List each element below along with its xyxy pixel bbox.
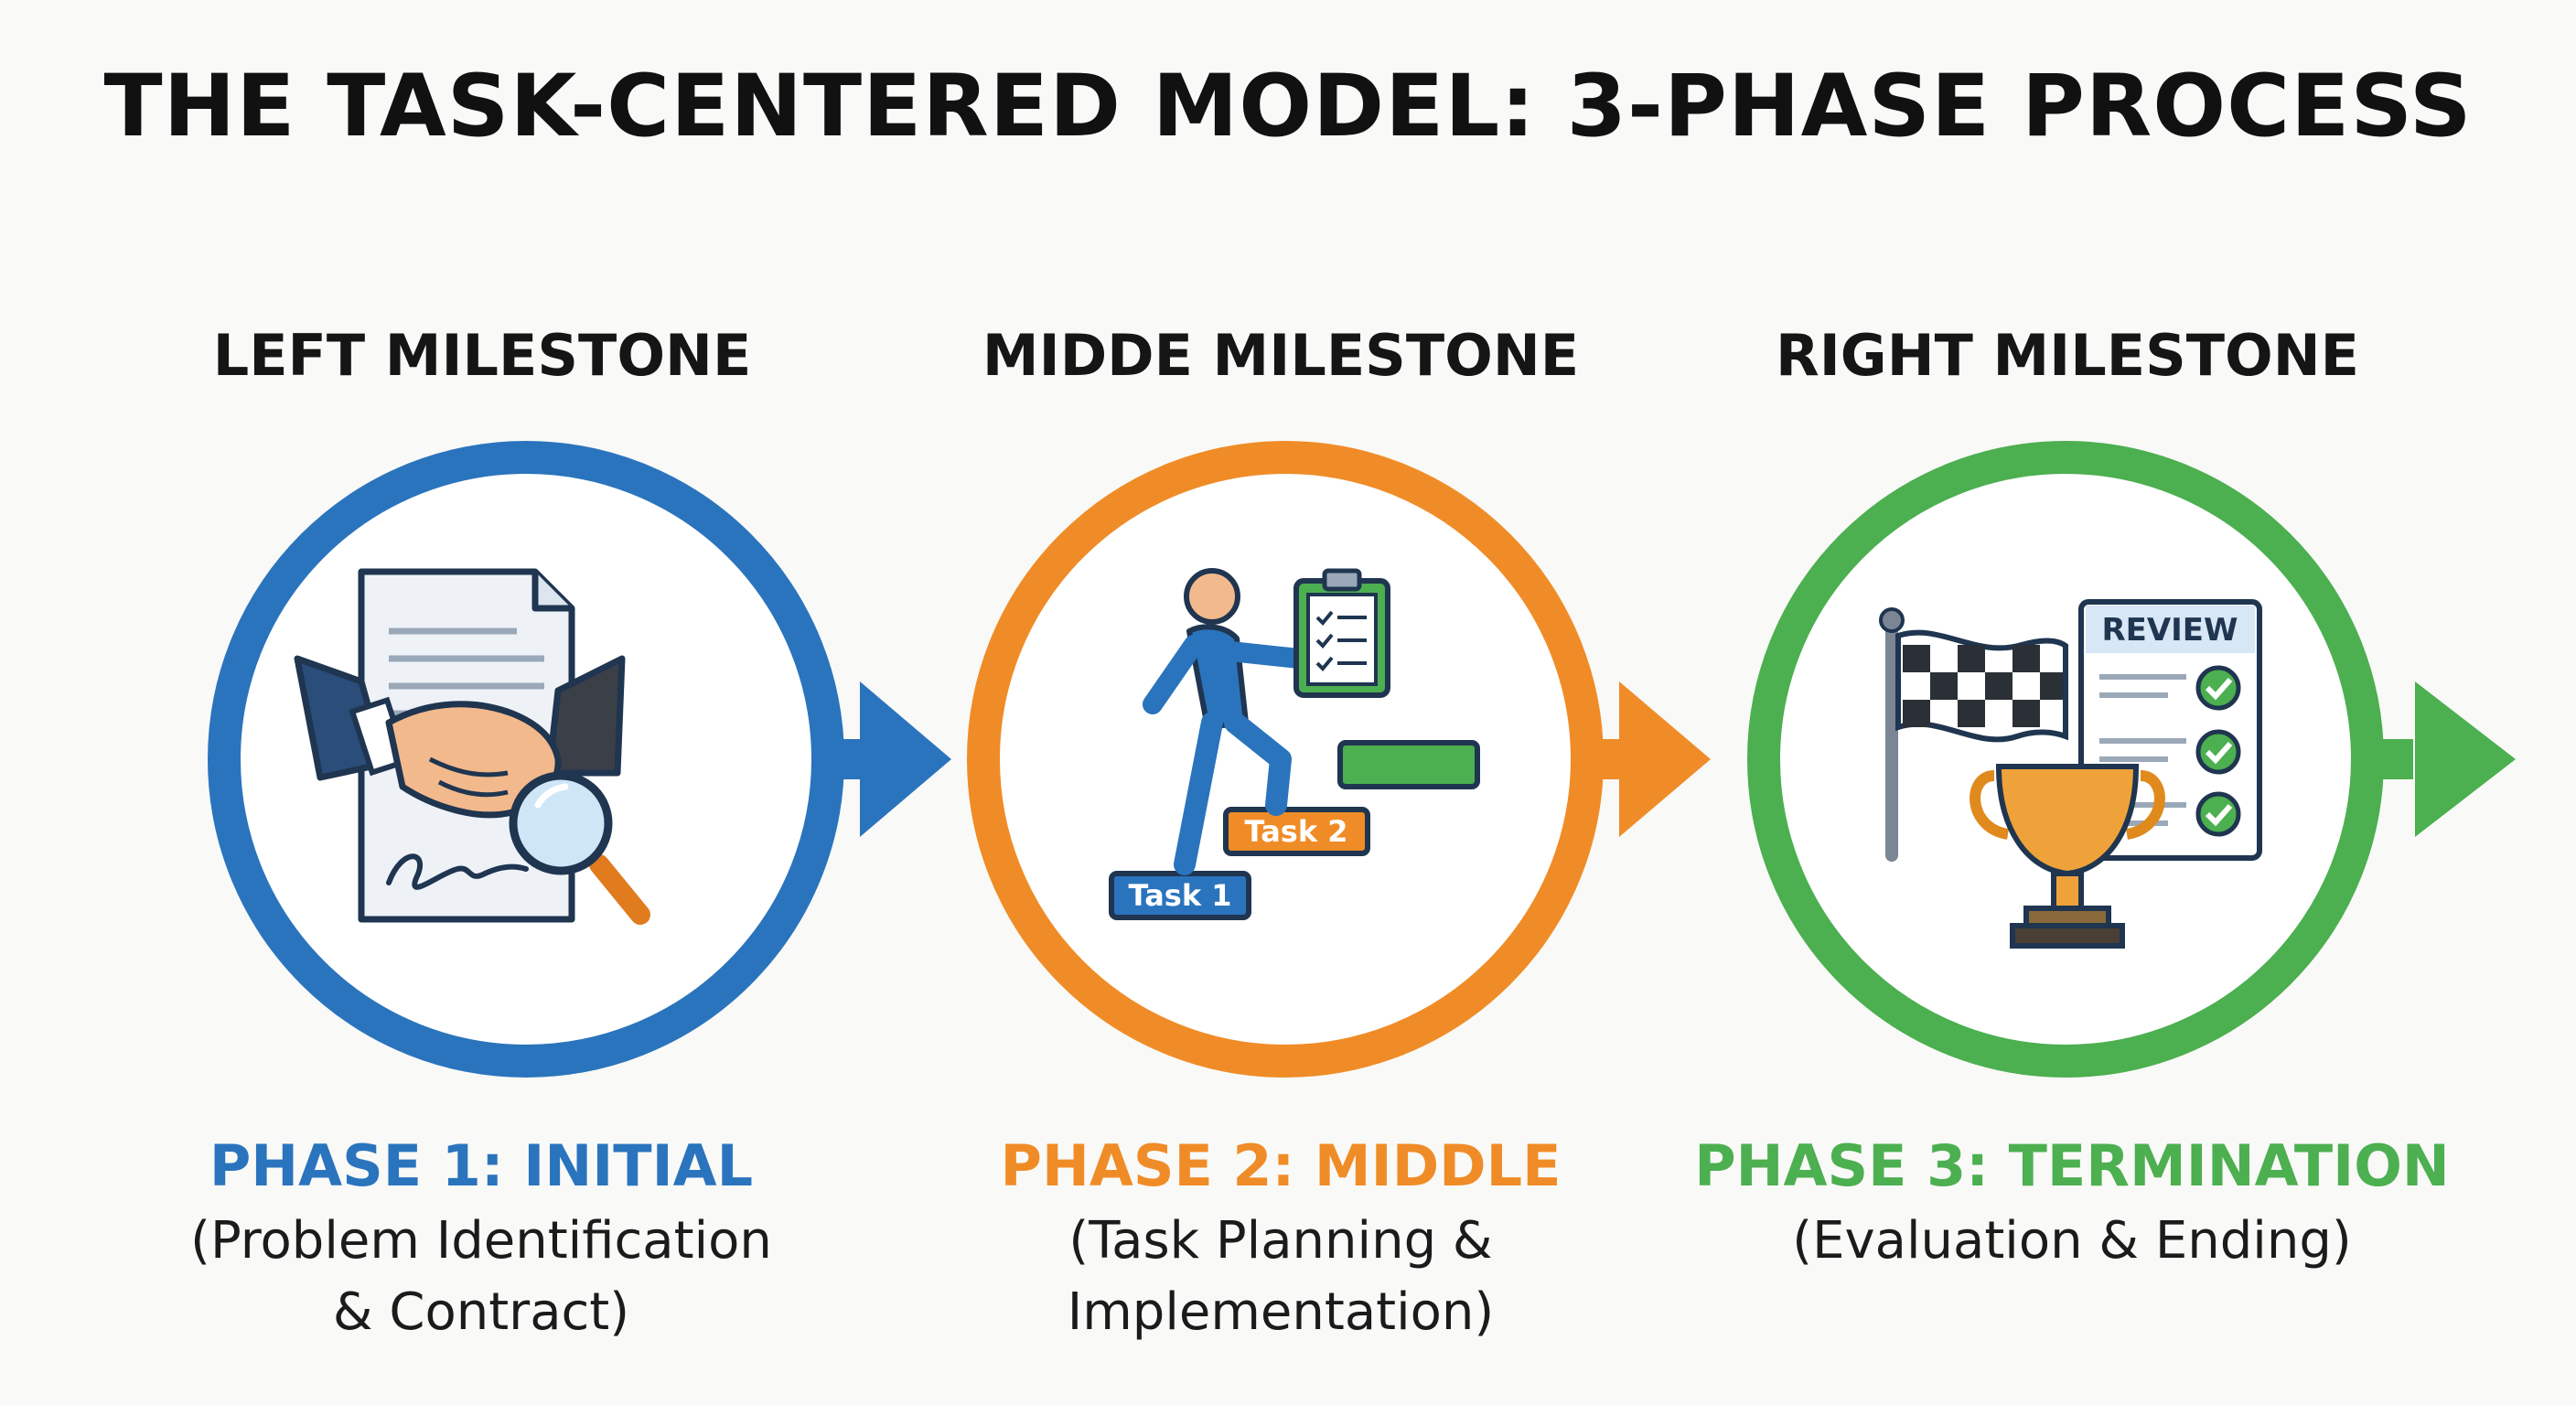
trophy-icon [1970,764,2165,949]
milestone-label-right: RIGHT MILESTONE [1776,322,2359,389]
step-3-block [1337,740,1480,789]
signature-icon [386,853,529,890]
stairs-icon: Task 1 Task 2 [1109,740,1480,920]
phase-2-description-line-1: (Task Planning & [1068,1211,1493,1271]
milestone-label-middle: MIDDE MILESTONE [982,322,1580,389]
handshake-icon [294,655,626,819]
phase-3-circle [1747,441,2384,1078]
page-title: THE TASK-CENTERED MODEL: 3-PHASE PROCESS [103,57,2473,156]
phase-1-description-line-1: (Problem Identification [190,1211,772,1271]
review-label: REVIEW [2101,612,2238,649]
milestone-label-left: LEFT MILESTONE [212,322,752,389]
magnifying-glass-icon [509,771,650,925]
phase-1-arrow-head [860,681,951,837]
phase-3-title: PHASE 3: TERMINATION [1694,1132,2450,1199]
phase-3-description-line-1: (Evaluation & Ending) [1792,1211,2352,1271]
task-2-label: Task 2 [1244,814,1347,849]
task-1-label: Task 1 [1128,878,1231,913]
phase-3-arrow-head [2415,681,2516,837]
phase-3-description: (Evaluation & Ending) [1660,1206,2484,1277]
phase-1-title: PHASE 1: INITIAL [209,1132,754,1199]
phase-2-title: PHASE 2: MIDDLE [1000,1132,1562,1199]
phase-2-description: (Task Planning & Implementation) [869,1206,1692,1348]
phase-3-arrow-shaft [2358,739,2413,779]
clipboard-checklist-icon [1293,568,1390,698]
phase-1-description-line-2: & Contract) [332,1282,630,1342]
phase-1-description: (Problem Identification & Contract) [70,1206,893,1348]
phase-2-description-line-2: Implementation) [1067,1282,1495,1342]
person-climbing-icon [1143,568,1309,875]
phase-2-arrow-head [1619,681,1711,837]
checkered-flag-icon [1879,607,2068,862]
